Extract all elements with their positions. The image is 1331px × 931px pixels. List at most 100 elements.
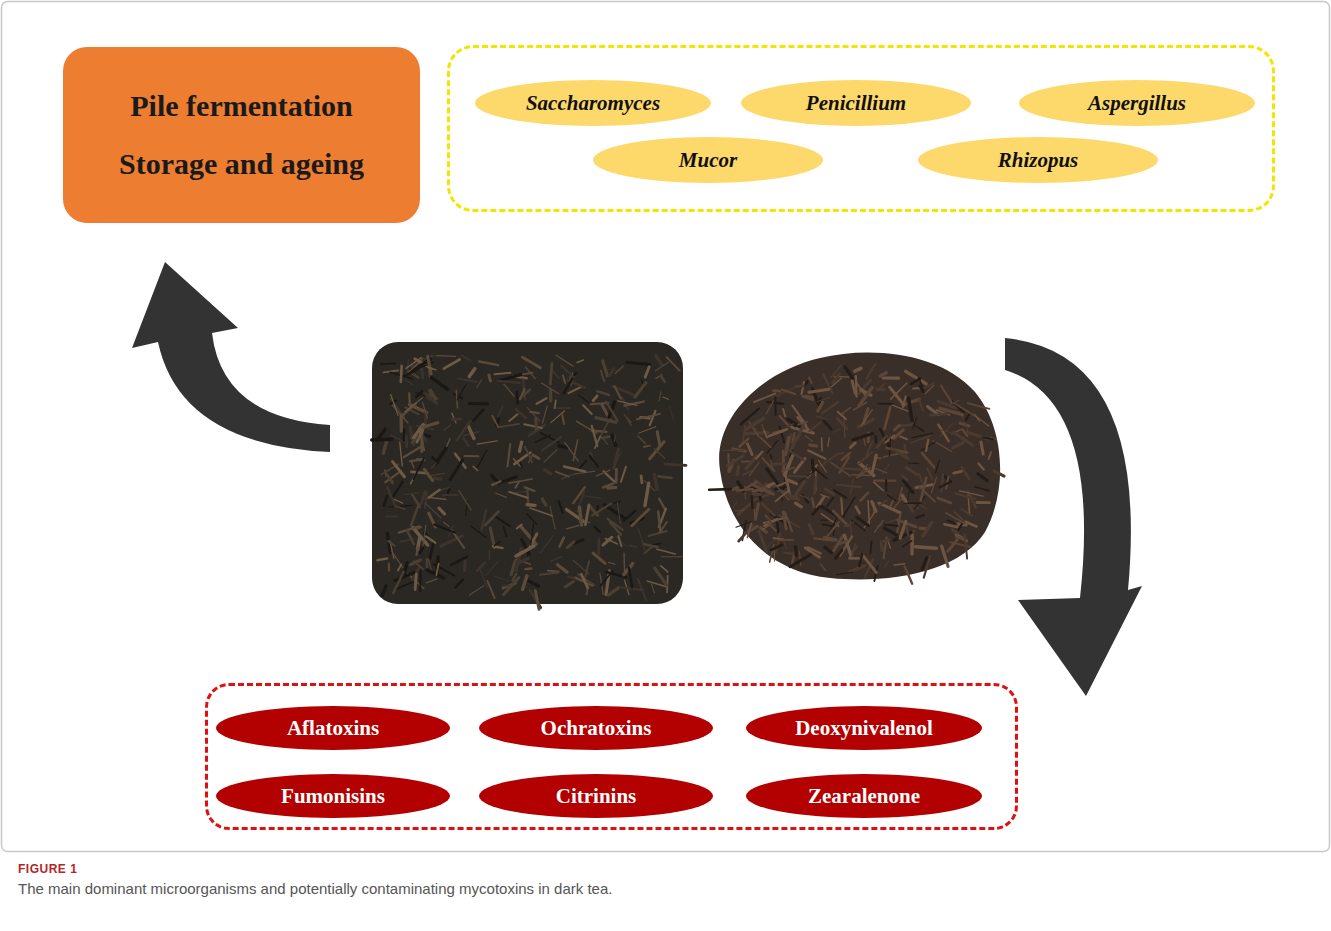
- texture-stroke: [977, 501, 990, 504]
- texture-stroke: [872, 455, 876, 474]
- curved-arrow: [132, 262, 330, 452]
- texture-stroke: [527, 514, 537, 524]
- texture-stroke: [529, 457, 532, 463]
- texture-stroke: [581, 495, 601, 498]
- texture-stroke: [650, 411, 656, 425]
- texture-stroke: [562, 415, 564, 424]
- texture-stroke: [657, 432, 660, 447]
- texture-stroke: [596, 470, 610, 476]
- texture-stroke: [644, 446, 650, 447]
- texture-stroke: [468, 425, 474, 438]
- texture-stroke: [754, 509, 755, 517]
- texture-stroke: [776, 490, 789, 501]
- texture-stroke: [408, 393, 411, 403]
- texture-stroke: [428, 356, 431, 373]
- texture-stroke: [820, 564, 825, 571]
- texture-stroke: [803, 396, 813, 399]
- texture-stroke: [424, 469, 432, 480]
- texture-stroke: [773, 389, 779, 392]
- texture-stroke: [430, 543, 434, 559]
- texture-stroke: [422, 423, 438, 428]
- texture-stroke: [630, 545, 636, 547]
- texture-stroke: [603, 537, 612, 545]
- texture-stroke: [857, 517, 869, 526]
- texture-stroke: [550, 363, 552, 384]
- texture-stroke: [529, 581, 539, 586]
- texture-stroke: [878, 403, 892, 405]
- node-text: Saccharomyces: [526, 91, 660, 116]
- texture-stroke: [884, 524, 897, 526]
- texture-stroke: [822, 402, 838, 413]
- texture-stroke: [794, 547, 798, 555]
- texture-stroke: [558, 565, 567, 572]
- texture-stroke: [560, 538, 564, 547]
- texture-stroke: [894, 564, 905, 565]
- texture-stroke: [614, 435, 615, 441]
- texture-stroke: [840, 468, 860, 469]
- texture-stroke: [509, 492, 527, 498]
- texture-stroke: [383, 440, 387, 453]
- texture-stroke: [791, 437, 796, 449]
- texture-stroke: [783, 512, 786, 529]
- texture-stroke: [799, 495, 812, 501]
- texture-stroke: [751, 496, 754, 508]
- texture-stroke: [809, 423, 820, 431]
- texture-stroke: [962, 467, 970, 479]
- texture-stroke: [591, 403, 609, 404]
- texture-stroke: [540, 572, 558, 574]
- texture-stroke: [920, 386, 923, 392]
- texture-stroke: [550, 506, 555, 528]
- texture-stroke: [492, 481, 500, 485]
- texture-stroke: [540, 536, 553, 553]
- texture-stroke: [808, 547, 821, 553]
- texture-stroke: [785, 455, 793, 475]
- texture-stroke: [431, 463, 435, 468]
- texture-stroke: [837, 485, 861, 487]
- texture-stroke: [839, 457, 848, 473]
- texture-stroke: [894, 425, 899, 430]
- texture-stroke: [516, 392, 519, 404]
- texture-stroke: [954, 471, 962, 473]
- texture-stroke: [462, 355, 470, 359]
- texture-stroke: [768, 429, 787, 436]
- texture-stroke: [818, 460, 826, 472]
- texture-stroke: [817, 398, 830, 402]
- texture-stroke: [941, 386, 951, 402]
- texture-stroke: [817, 497, 824, 507]
- texture-stroke: [805, 436, 812, 442]
- texture-stroke: [938, 401, 955, 408]
- texture-stroke: [527, 503, 535, 507]
- texture-stroke: [542, 406, 547, 423]
- texture-stroke: [597, 540, 600, 554]
- texture-stroke: [603, 484, 613, 488]
- texture-stroke: [786, 438, 789, 455]
- texture-stroke: [567, 525, 579, 528]
- texture-stroke: [850, 443, 855, 448]
- texture-stroke: [737, 466, 739, 474]
- texture-stroke: [766, 482, 776, 487]
- texture-stroke: [495, 373, 511, 374]
- texture-stroke: [798, 422, 807, 425]
- texture-stroke: [902, 476, 907, 480]
- node-text: Fumonisins: [281, 784, 385, 809]
- texture-stroke: [767, 441, 778, 453]
- texture-stroke: [877, 436, 887, 448]
- texture-stroke: [414, 458, 424, 479]
- texture-stroke: [565, 582, 573, 587]
- texture-stroke: [652, 584, 655, 593]
- texture-stroke: [509, 414, 517, 421]
- texture-stroke: [463, 561, 467, 571]
- texture-stroke: [752, 484, 773, 494]
- texture-stroke: [770, 545, 774, 563]
- texture-stroke: [553, 371, 559, 378]
- node-text: Citrinins: [556, 784, 637, 809]
- texture-stroke: [431, 390, 436, 399]
- texture-stroke: [436, 355, 455, 357]
- texture-stroke: [859, 388, 872, 406]
- texture-stroke: [850, 479, 853, 494]
- texture-stroke: [410, 560, 420, 565]
- texture-stroke: [423, 436, 426, 442]
- texture-stroke: [399, 366, 402, 382]
- texture-stroke: [602, 437, 609, 439]
- texture-stroke: [457, 378, 477, 382]
